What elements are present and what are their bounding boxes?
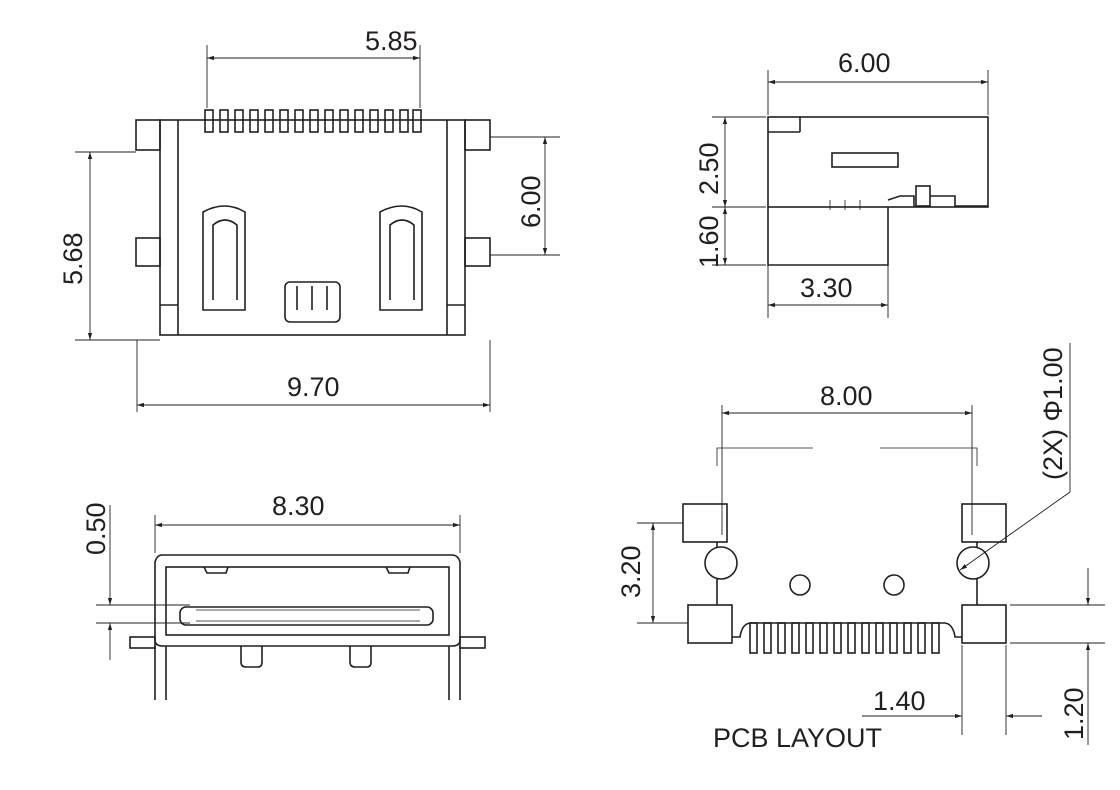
dim-1-20: 1.20 (1059, 687, 1089, 740)
dim-3-20: 3.20 (616, 545, 646, 598)
pcb-layout-title: PCB LAYOUT (713, 723, 882, 753)
dim-1-60: 1.60 (694, 215, 724, 268)
dim-0-50: 0.50 (81, 502, 111, 555)
top-view: 5.85 5.68 6.00 9.70 (58, 26, 560, 412)
dim-2-50: 2.50 (694, 142, 724, 195)
hole-note: (2X) Φ1.00 (1038, 347, 1068, 480)
dim-5-68: 5.68 (58, 232, 88, 285)
front-view: 8.30 0.50 (81, 491, 486, 700)
pcb-fingers (749, 622, 940, 654)
dim-9-70: 9.70 (287, 372, 340, 402)
dim-6-00-top: 6.00 (516, 175, 546, 228)
dim-6-00-side: 6.00 (838, 48, 891, 78)
side-view: 6.00 2.50 1.60 3.30 (694, 48, 989, 318)
pcb-layout: 8.00 3.20 1.40 1.20 (2X) Φ1.00 PCB LAYOU… (616, 343, 1105, 753)
dim-8-30: 8.30 (272, 491, 325, 521)
dim-8-00: 8.00 (820, 381, 873, 411)
dim-5-85: 5.85 (365, 26, 418, 56)
dim-1-40: 1.40 (873, 686, 926, 716)
dim-3-30: 3.30 (800, 273, 853, 303)
top-pins (204, 109, 422, 133)
